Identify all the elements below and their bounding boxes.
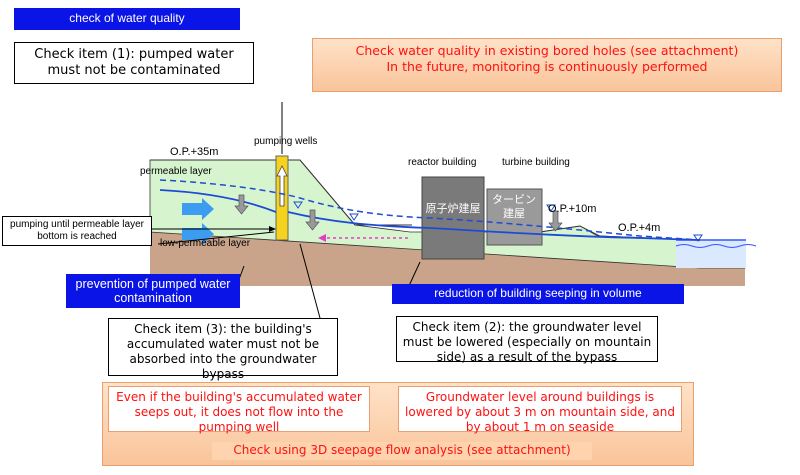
analysis-footer: Check using 3D seepage flow analysis (se… bbox=[212, 442, 592, 460]
analysis-right-box: Groundwater level around buildings is lo… bbox=[398, 386, 682, 434]
reduction-header: reduction of building seeping in volume bbox=[392, 284, 684, 304]
lowering-arrows bbox=[234, 194, 563, 232]
turbine-jp-label-1: タービン bbox=[492, 193, 536, 206]
inflow-arrow-1 bbox=[182, 198, 214, 220]
op4-label: O.P.+4m bbox=[618, 222, 661, 234]
reactor-building-label: reactor building bbox=[408, 157, 477, 168]
check-item-1: Check item (1): pumped water must not be… bbox=[14, 42, 254, 84]
op10-label: O.P.+10m bbox=[548, 203, 597, 215]
check-item-2: Check item (2): the groundwater level mu… bbox=[396, 316, 658, 364]
turbine-building-shape bbox=[486, 188, 543, 246]
permeable-layer-label: permeable layer bbox=[140, 166, 212, 177]
turbine-building-label: turbine building bbox=[502, 157, 570, 168]
water-quality-note-line-1: Check water quality in existing bored ho… bbox=[355, 43, 739, 58]
turbine-jp-label-2: 建屋 bbox=[503, 206, 525, 220]
groundwater-line-lowered bbox=[159, 189, 701, 241]
reactor-jp-label: 原子炉建屋 bbox=[426, 201, 481, 215]
water-quality-note-line-2: In the future, monitoring is continuousl… bbox=[386, 58, 708, 74]
op35-label: O.P.+35m bbox=[170, 146, 219, 158]
analysis-left-box: Even if the building's accumulated water… bbox=[108, 386, 370, 434]
prevention-header: prevention of pumped water contamination bbox=[66, 274, 240, 308]
low-permeable-layer-label: low-permeable layer bbox=[160, 238, 251, 249]
pumping-wells-label: pumping wells bbox=[254, 136, 318, 147]
water-quality-header: check of water quality bbox=[14, 8, 240, 30]
water-level-markers bbox=[293, 201, 703, 242]
well-up-arrow bbox=[276, 165, 288, 207]
pumping-until-label: pumping until permeable layer bottom is … bbox=[2, 216, 152, 246]
water-quality-note: Check water quality in existing bored ho… bbox=[312, 38, 782, 92]
check-item-3: Check item (3): the building's accumulat… bbox=[108, 318, 338, 381]
